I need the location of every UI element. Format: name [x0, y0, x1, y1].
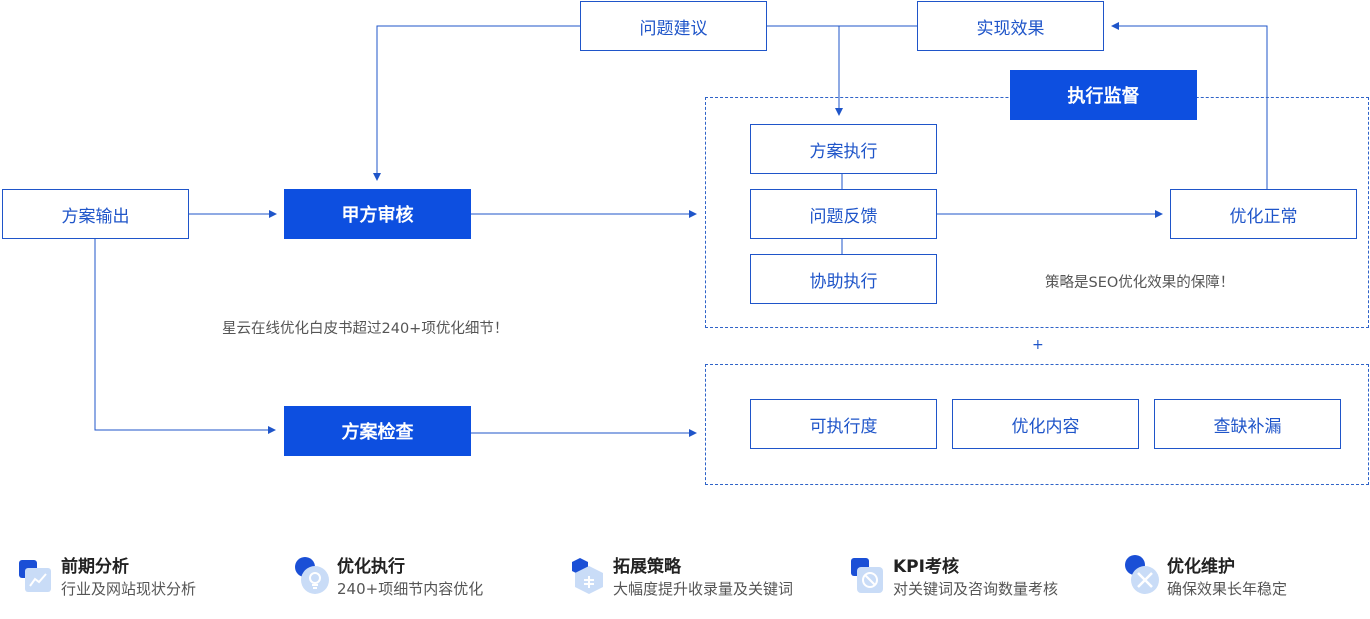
assist-execute-box: 协助执行	[750, 254, 937, 304]
feasibility-box: 可执行度	[750, 399, 937, 449]
chart-icon	[19, 560, 51, 592]
plan-check-box: 方案检查	[284, 406, 471, 456]
supervise-box: 执行监督	[1010, 70, 1197, 120]
target-icon	[851, 558, 883, 593]
party-a-review-box: 甲方审核	[284, 189, 471, 239]
feature-item: 优化执行 240+项细节内容优化	[295, 552, 545, 604]
plan-output-box: 方案输出	[2, 189, 189, 239]
feature-desc: 大幅度提升收录量及关键词	[613, 580, 794, 598]
whitepaper-note: 星云在线优化白皮书超过240+项优化细节！	[222, 321, 509, 337]
feature-item: KPI考核 对关键词及咨询数量考核	[851, 552, 1101, 604]
hexagon-icon	[572, 558, 603, 594]
feature-desc: 240+项细节内容优化	[337, 580, 484, 598]
feature-desc: 对关键词及咨询数量考核	[893, 580, 1059, 598]
fill-gaps-box: 查缺补漏	[1154, 399, 1341, 449]
effect-box: 实现效果	[917, 1, 1104, 51]
feature-item: 前期分析 行业及网站现状分析	[19, 552, 269, 604]
wrench-icon	[1125, 555, 1159, 594]
normal-box: 优化正常	[1170, 189, 1357, 239]
check-region	[705, 364, 1369, 485]
optimize-content-box: 优化内容	[952, 399, 1139, 449]
lightbulb-icon	[295, 557, 329, 594]
feature-title: 优化执行	[337, 557, 405, 577]
issue-feedback-box: 问题反馈	[750, 189, 937, 239]
plus-sign: +	[1032, 337, 1044, 353]
feature-desc: 行业及网站现状分析	[61, 580, 197, 598]
feature-title: 拓展策略	[613, 557, 681, 577]
plan-execute-box: 方案执行	[750, 124, 937, 174]
feature-title: KPI考核	[893, 557, 959, 577]
feature-desc: 确保效果长年稳定	[1167, 580, 1288, 598]
feature-title: 前期分析	[61, 557, 129, 577]
feature-item: 优化维护 确保效果长年稳定	[1125, 552, 1370, 604]
feature-title: 优化维护	[1167, 557, 1235, 577]
suggest-box: 问题建议	[580, 1, 767, 51]
strategy-note: 策略是SEO优化效果的保障！	[1045, 275, 1235, 291]
feature-item: 拓展策略 大幅度提升收录量及关键词	[571, 552, 821, 604]
